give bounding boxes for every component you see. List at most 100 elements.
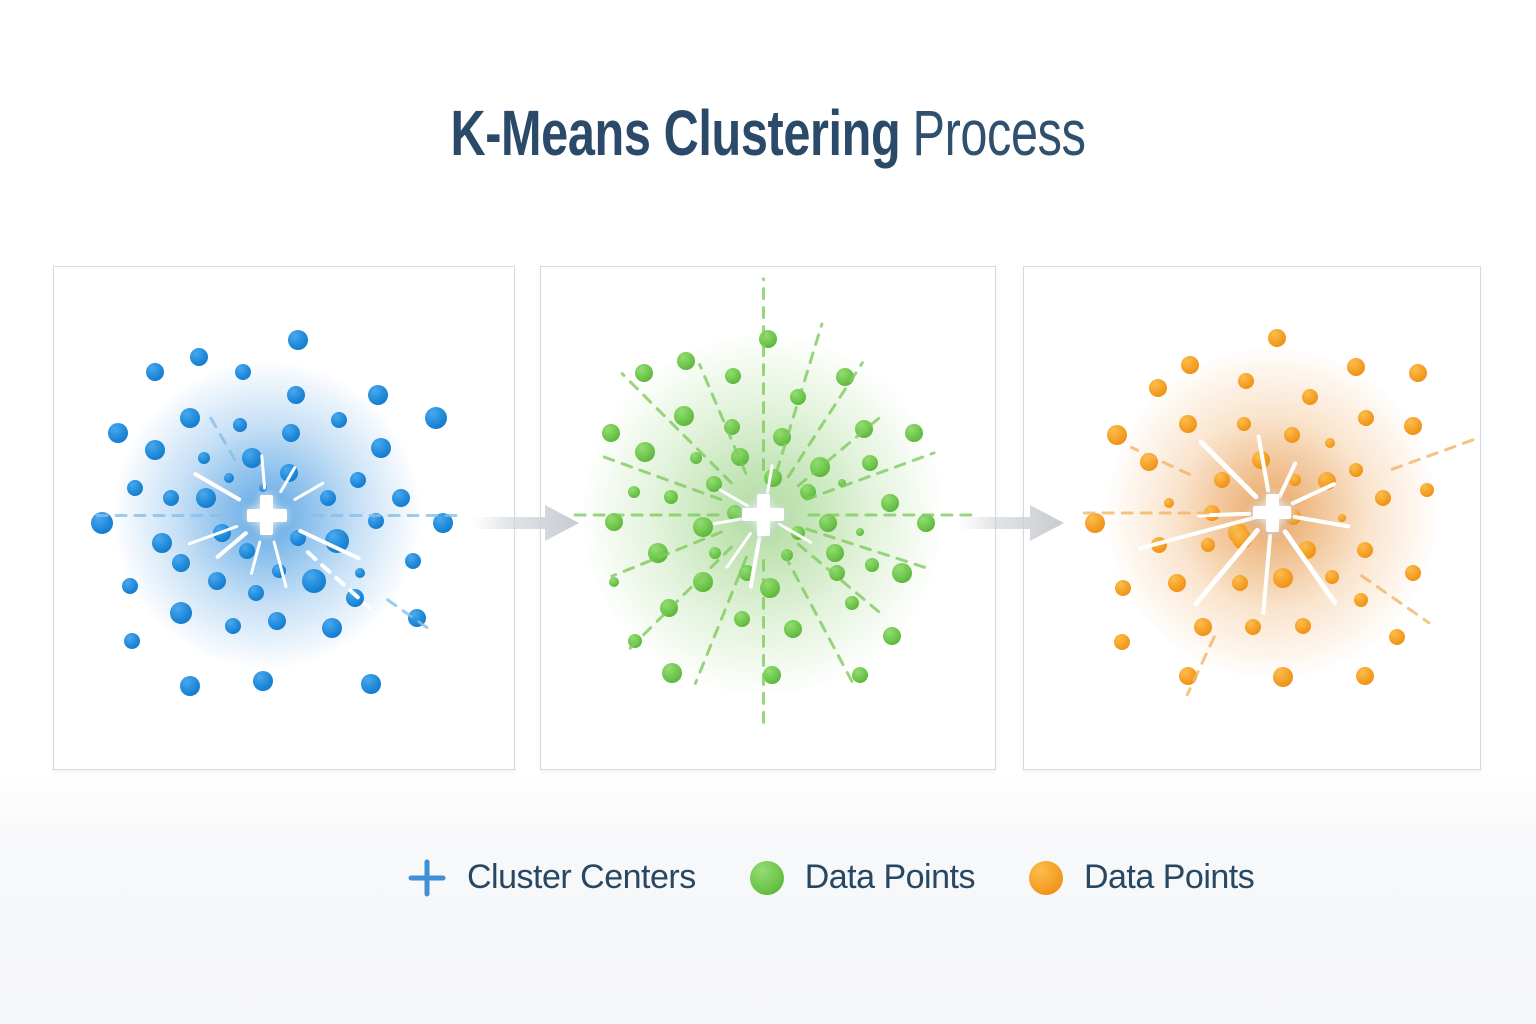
green-dot-icon bbox=[749, 860, 784, 895]
data-point bbox=[1179, 667, 1198, 686]
data-point bbox=[1168, 573, 1187, 592]
data-point bbox=[759, 577, 780, 598]
data-point bbox=[1194, 618, 1213, 637]
data-point bbox=[1288, 474, 1301, 487]
data-point bbox=[259, 483, 268, 492]
cluster-panel-step-2 bbox=[540, 266, 996, 770]
data-point bbox=[1375, 489, 1392, 506]
data-point bbox=[279, 463, 298, 482]
data-point bbox=[197, 451, 210, 464]
data-point bbox=[838, 479, 847, 488]
legend-item-data-points-orange: Data Points bbox=[1028, 858, 1255, 897]
data-point bbox=[1356, 541, 1373, 558]
data-point bbox=[608, 576, 619, 587]
data-point bbox=[1301, 388, 1318, 405]
cluster-panel-step-3 bbox=[1023, 266, 1481, 770]
data-point bbox=[627, 485, 640, 498]
data-point bbox=[126, 479, 143, 496]
data-point bbox=[818, 514, 837, 533]
data-point bbox=[1244, 619, 1261, 636]
cluster-center-cross-icon bbox=[742, 493, 785, 536]
step-arrow-1-icon bbox=[473, 505, 579, 541]
data-point bbox=[233, 418, 248, 433]
data-point bbox=[195, 487, 216, 508]
data-point bbox=[1106, 425, 1127, 446]
data-point bbox=[1283, 427, 1300, 444]
data-point bbox=[225, 617, 242, 634]
data-point bbox=[1347, 358, 1366, 377]
data-point bbox=[1232, 574, 1249, 591]
data-point bbox=[1403, 417, 1422, 436]
data-point bbox=[855, 528, 864, 537]
data-point bbox=[892, 562, 913, 583]
data-point bbox=[1268, 328, 1287, 347]
data-point bbox=[854, 420, 873, 439]
data-point bbox=[790, 526, 805, 541]
legend: Cluster Centers Data Points Data Points bbox=[408, 858, 1255, 897]
data-point bbox=[301, 568, 326, 593]
data-point bbox=[1213, 472, 1230, 489]
legend-label-data-points-green: Data Points bbox=[804, 858, 976, 896]
data-point bbox=[763, 469, 782, 488]
data-point bbox=[628, 634, 643, 649]
data-point bbox=[727, 504, 744, 521]
data-point bbox=[268, 611, 287, 630]
data-point bbox=[1231, 529, 1252, 550]
data-point bbox=[1337, 514, 1346, 522]
data-point bbox=[809, 457, 830, 478]
data-point bbox=[322, 618, 343, 639]
data-point bbox=[253, 671, 274, 692]
cluster-panel-step-1 bbox=[53, 266, 515, 770]
data-point bbox=[189, 348, 208, 367]
data-point bbox=[604, 513, 623, 532]
data-point bbox=[677, 351, 696, 370]
orange-dot-icon bbox=[1028, 860, 1063, 895]
data-point bbox=[674, 405, 695, 426]
data-point bbox=[759, 329, 777, 348]
data-point bbox=[725, 368, 742, 385]
data-point bbox=[1294, 618, 1311, 635]
cluster-center-cross-icon bbox=[246, 495, 287, 536]
data-point bbox=[349, 472, 366, 489]
data-point bbox=[234, 364, 251, 381]
data-point bbox=[1114, 634, 1131, 651]
data-point bbox=[1237, 417, 1252, 432]
data-point bbox=[171, 554, 190, 573]
data-point bbox=[739, 564, 756, 581]
data-point bbox=[346, 589, 365, 608]
data-point bbox=[1204, 504, 1221, 521]
data-point bbox=[905, 424, 924, 443]
title-suffix: Process bbox=[912, 97, 1086, 169]
data-point bbox=[212, 524, 231, 543]
data-point bbox=[145, 440, 166, 461]
data-point bbox=[239, 542, 256, 559]
legend-item-data-points-green: Data Points bbox=[749, 858, 976, 897]
data-point bbox=[1273, 667, 1293, 688]
data-point bbox=[1420, 482, 1435, 497]
data-point bbox=[664, 489, 679, 504]
data-point bbox=[845, 595, 860, 610]
data-point bbox=[1357, 409, 1374, 426]
data-point bbox=[121, 577, 138, 594]
data-point bbox=[690, 452, 703, 465]
data-point bbox=[883, 627, 902, 646]
data-point bbox=[361, 673, 382, 694]
data-point bbox=[248, 585, 265, 602]
data-point bbox=[289, 530, 306, 547]
data-point bbox=[634, 364, 653, 383]
data-point bbox=[693, 571, 714, 592]
data-point bbox=[724, 419, 741, 436]
data-point bbox=[354, 568, 365, 579]
data-point bbox=[880, 493, 899, 512]
data-point bbox=[781, 548, 794, 561]
data-point bbox=[1273, 567, 1293, 588]
data-point bbox=[734, 611, 751, 628]
data-point bbox=[1348, 463, 1363, 478]
data-point bbox=[635, 442, 656, 463]
data-point bbox=[169, 602, 192, 625]
data-point bbox=[208, 571, 227, 590]
data-point bbox=[124, 632, 141, 649]
data-point bbox=[1389, 629, 1406, 646]
